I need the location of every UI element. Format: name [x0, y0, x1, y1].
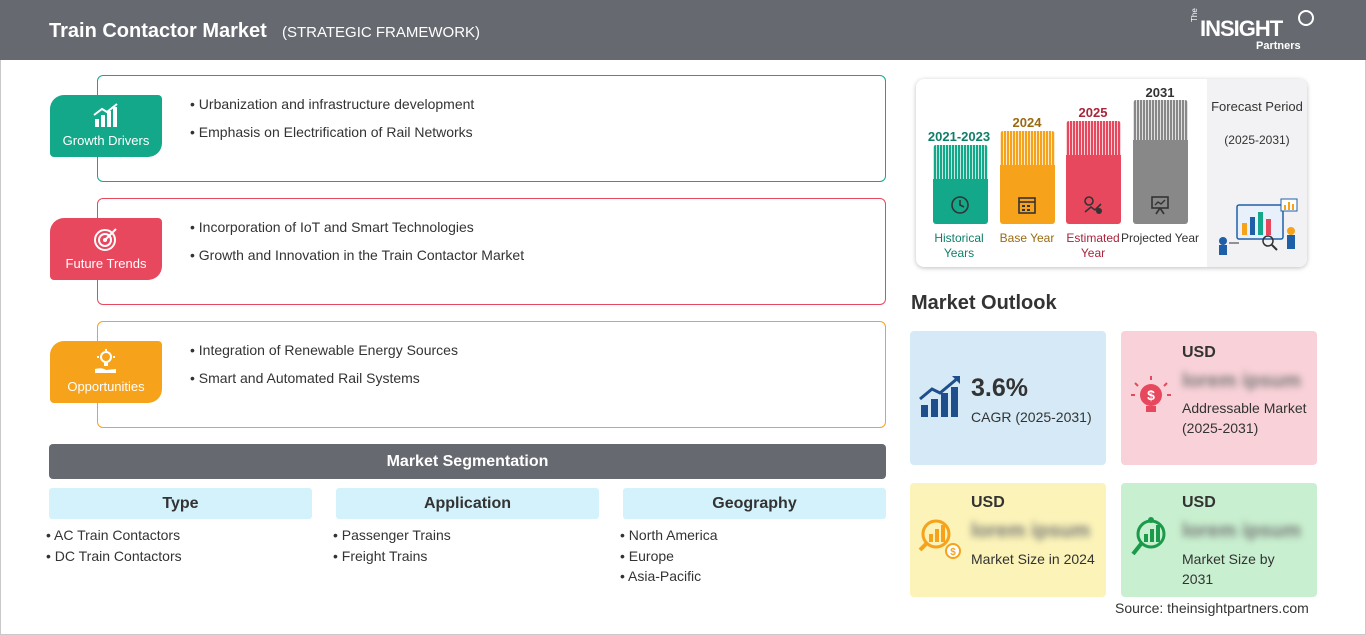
header-bar: Train Contactor Market (STRATEGIC FRAMEW…	[0, 0, 1366, 60]
opportunities-badge: Opportunities	[50, 341, 162, 403]
analytics-illustration-icon	[1219, 198, 1298, 255]
source-note: Source: theinsightpartners.com	[1115, 600, 1309, 616]
segment-geography-header: Geography	[623, 488, 886, 519]
future-trends-box: Incorporation of IoT and Smart Technolog…	[97, 198, 886, 305]
segment-item: Passenger Trains	[333, 527, 451, 548]
timeline-year-projected: 2031	[1145, 85, 1175, 100]
timeline-year-estimated: 2025	[1078, 105, 1108, 120]
forecast-period-years: (2025-2031)	[1224, 133, 1290, 147]
logo-the: The	[1190, 8, 1199, 22]
segment-item: North America	[620, 527, 718, 548]
timeline-label-historical: Historical Years	[934, 231, 984, 260]
size-2031-label: Market Size by 2031	[1182, 551, 1275, 587]
gear-chart-icon	[1084, 196, 1102, 214]
segment-type-header: Type	[49, 488, 312, 519]
lightbulb-hand-icon	[95, 349, 116, 373]
segment-item: Europe	[620, 548, 718, 569]
growth-drivers-label: Growth Drivers	[62, 133, 150, 148]
calendar-icon	[1018, 197, 1036, 214]
size-2031-usd: USD	[1182, 494, 1216, 511]
timeline-bar-base	[1000, 131, 1055, 224]
future-trends-badge: Future Trends	[50, 218, 162, 280]
future-trend-item: Incorporation of IoT and Smart Technolog…	[190, 219, 524, 247]
timeline-bar-projected	[1133, 100, 1188, 224]
growth-driver-item: Emphasis on Electrification of Rail Netw…	[190, 124, 474, 152]
rising-bars-icon	[919, 376, 960, 417]
addressable-market-card: $ USD lorem ipsum Addressable Market (20…	[1121, 331, 1317, 465]
insight-partners-logo[interactable]: The INSIGHT Partners	[1190, 8, 1320, 54]
size-2024-value-blurred: lorem ipsum	[971, 520, 1090, 542]
addressable-label: Addressable Market (2025-2031)	[1182, 400, 1307, 436]
market-segmentation-header: Market Segmentation	[49, 444, 886, 479]
page-title: Train Contactor Market	[49, 20, 267, 42]
lightbulb-dollar-icon: $	[1131, 376, 1171, 412]
addressable-usd: USD	[1182, 344, 1216, 361]
growth-chart-icon	[93, 103, 118, 127]
segment-item: DC Train Contactors	[46, 548, 182, 569]
timeline-bar-historical	[933, 145, 988, 224]
size-2031-value-blurred: lorem ipsum	[1182, 520, 1301, 542]
segment-item: AC Train Contactors	[46, 527, 182, 548]
timeline-bar-estimated	[1066, 121, 1121, 224]
timeline-year-historical: 2021-2023	[927, 129, 991, 144]
target-icon	[94, 228, 117, 251]
segment-item: Asia-Pacific	[620, 568, 718, 589]
size-2024-label: Market Size in 2024	[971, 551, 1095, 567]
opportunity-item: Smart and Automated Rail Systems	[190, 370, 458, 398]
timeline-card: 2021-2023 Historical Years 2024 Base Yea…	[916, 79, 1307, 267]
forecast-period-title: Forecast Period	[1211, 99, 1303, 114]
cagr-card: 3.6% CAGR (2025-2031)	[910, 331, 1106, 465]
svg-text:$: $	[1147, 387, 1155, 403]
segment-type-list: AC Train Contactors DC Train Contactors	[46, 527, 182, 568]
page-subtitle: (STRATEGIC FRAMEWORK)	[282, 24, 481, 41]
logo-insight: INSIGHT	[1200, 16, 1283, 41]
segment-application-list: Passenger Trains Freight Trains	[333, 527, 451, 568]
timeline-label-projected: Projected Year	[1120, 231, 1200, 245]
opportunities-box: Integration of Renewable Energy Sources …	[97, 321, 886, 428]
cagr-label: CAGR (2025-2031)	[971, 409, 1092, 425]
segment-geography-list: North America Europe Asia-Pacific	[620, 527, 718, 589]
growth-drivers-box: Urbanization and infrastructure developm…	[97, 75, 886, 182]
market-outlook-title: Market Outlook	[911, 292, 1057, 314]
future-trend-item: Growth and Innovation in the Train Conta…	[190, 247, 524, 275]
timeline-year-base: 2024	[1012, 115, 1042, 130]
size-2024-usd: USD	[971, 494, 1005, 511]
magnifier-chart-icon	[1131, 517, 1166, 556]
logo-partners: Partners	[1256, 40, 1301, 52]
cagr-value: 3.6%	[971, 374, 1028, 402]
logo-ring-icon	[1298, 10, 1314, 26]
growth-driver-item: Urbanization and infrastructure developm…	[190, 96, 475, 124]
history-icon	[951, 196, 969, 214]
market-size-2031-card: USD lorem ipsum Market Size by 2031	[1121, 483, 1317, 597]
svg-text:$: $	[950, 547, 956, 558]
opportunity-item: Integration of Renewable Energy Sources	[190, 342, 458, 370]
timeline-label-estimated: Estimated Year	[1066, 231, 1120, 260]
presentation-icon	[1151, 196, 1169, 215]
magnifier-dollar-icon: $	[918, 519, 961, 559]
addressable-value-blurred: lorem ipsum	[1182, 370, 1301, 392]
market-size-2024-card: $ USD lorem ipsum Market Size in 2024	[910, 483, 1106, 597]
future-trends-label: Future Trends	[65, 256, 147, 271]
segment-item: Freight Trains	[333, 548, 451, 569]
segment-application-header: Application	[336, 488, 599, 519]
opportunities-label: Opportunities	[67, 379, 145, 394]
timeline-label-base: Base Year	[999, 231, 1055, 245]
growth-drivers-badge: Growth Drivers	[50, 95, 162, 157]
